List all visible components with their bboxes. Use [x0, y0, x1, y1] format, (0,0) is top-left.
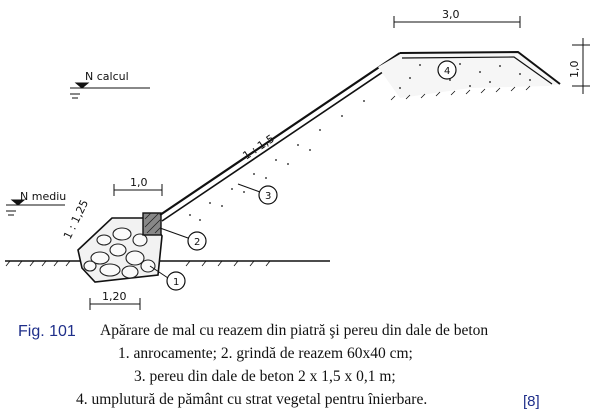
- n-calcul-level: [70, 82, 150, 99]
- caption-line-1: 1. anrocamente; 2. grindă de reazem 60x4…: [118, 345, 413, 362]
- caption-line-2: 3. pereu din dale de beton 2 x 1,5 x 0,1…: [134, 368, 396, 385]
- n-mediu-level: [6, 199, 65, 216]
- callout-3: 3: [237, 183, 278, 205]
- crest-height-label: 1,0: [568, 61, 581, 79]
- beam-width-dimension: [113, 184, 163, 196]
- figure-number: Fig. 101: [18, 323, 76, 340]
- crest-height-dimension: [572, 38, 590, 94]
- crest-width-dimension: [393, 16, 521, 28]
- support-beam: [142, 212, 162, 236]
- n-calcul-label: N calcul: [85, 70, 129, 83]
- base-width-dimension: [89, 298, 141, 310]
- callout-4: 4: [437, 60, 457, 80]
- crest-width-label: 3,0: [442, 8, 460, 21]
- svg-text:1: 1: [173, 277, 179, 288]
- beam-width-label: 1,0: [130, 176, 148, 189]
- callout-1: 1: [149, 265, 186, 291]
- slope-revetment: [159, 52, 403, 222]
- svg-text:4: 4: [444, 66, 450, 77]
- reference-label: [8]: [523, 393, 540, 410]
- caption-line-3: 4. umplutură de pământ cu strat vegetal …: [76, 391, 428, 408]
- rockfill-toe: [77, 217, 163, 283]
- base-width-label: 1,20: [102, 290, 127, 303]
- slope-lower-label: 1 : 1,25: [61, 198, 91, 242]
- caption-title: Apărare de mal cu reazem din piatră şi p…: [100, 322, 489, 339]
- svg-text:2: 2: [194, 237, 200, 248]
- slope-soil: [189, 100, 365, 221]
- embankment-fill: [378, 50, 561, 101]
- svg-text:3: 3: [265, 191, 271, 202]
- callout-2: 2: [159, 227, 207, 251]
- ground-hatching: [5, 260, 271, 267]
- n-mediu-label: N mediu: [20, 190, 66, 203]
